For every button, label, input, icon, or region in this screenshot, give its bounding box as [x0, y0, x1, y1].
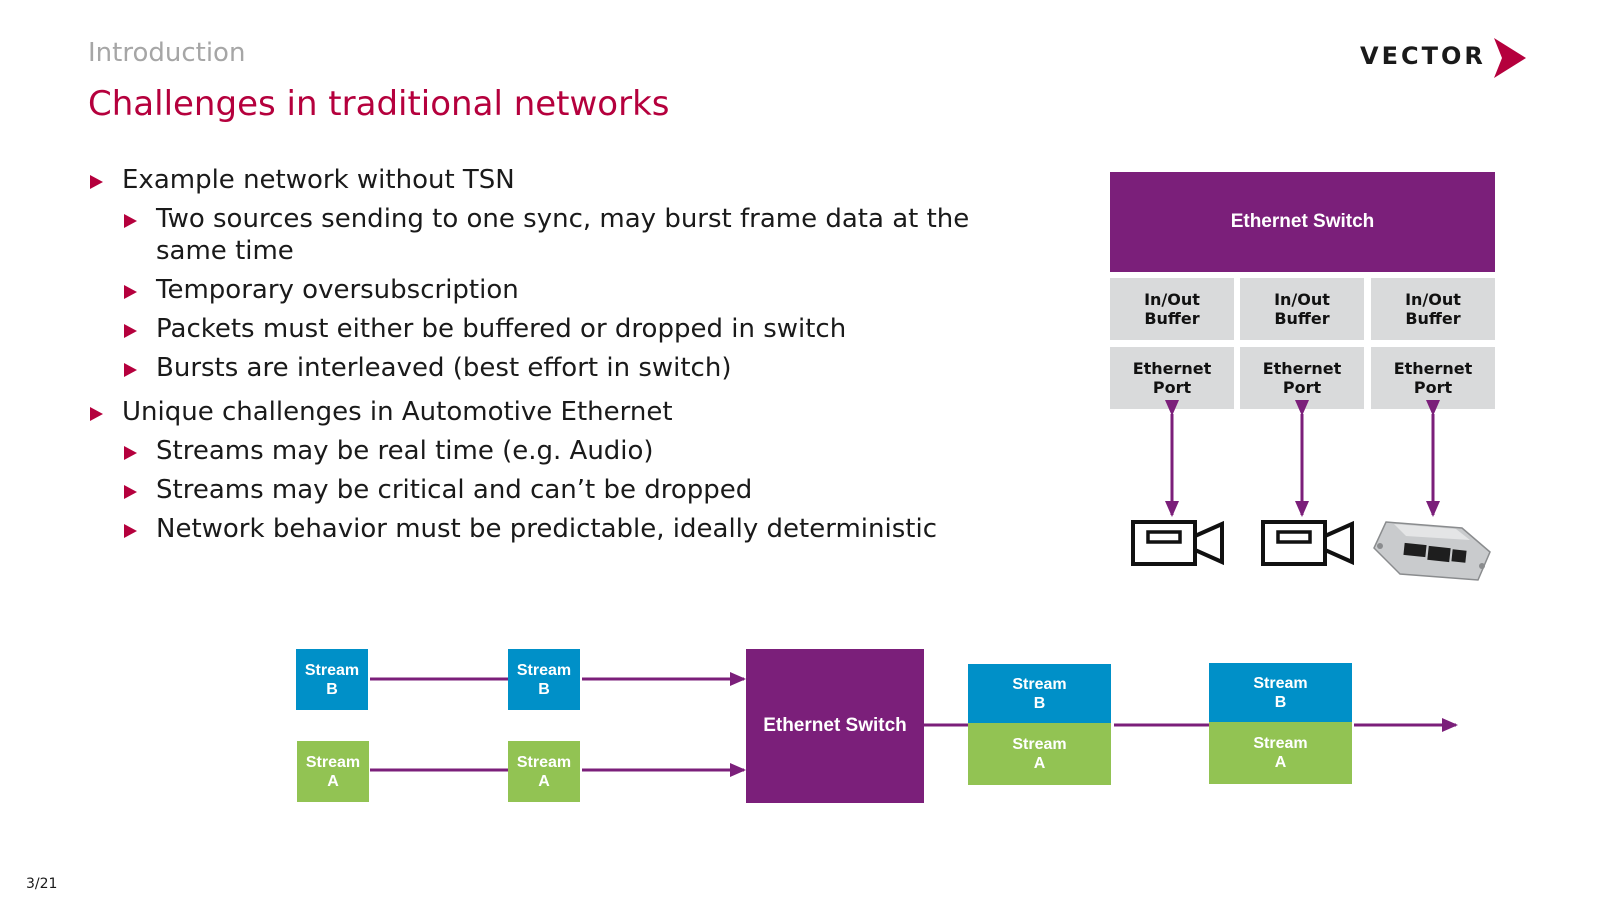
bullet-triangle-icon [90, 175, 103, 189]
buffer-cell: In/Out Buffer [1110, 278, 1234, 340]
bullet-item: Network behavior must be predictable, id… [88, 513, 1048, 545]
bullet-triangle-icon [124, 446, 137, 460]
stream-b-box: Stream B [968, 664, 1111, 723]
bullet-triangle-icon [124, 485, 137, 499]
port-cell: Ethernet Port [1371, 347, 1495, 409]
bullet-item: Streams may be real time (e.g. Audio) [88, 435, 1048, 467]
bullet-item: Bursts are interleaved (best effort in s… [88, 352, 1048, 384]
bullet-item: Two sources sending to one sync, may bur… [88, 203, 1048, 267]
section-label: Introduction [88, 38, 246, 68]
bullet-triangle-icon [124, 324, 137, 338]
ethernet-switch-box: Ethernet Switch [1110, 172, 1495, 272]
bullet-item: Packets must either be buffered or dropp… [88, 313, 1048, 345]
buffer-cell: In/Out Buffer [1371, 278, 1495, 340]
bullet-triangle-icon [124, 214, 137, 228]
port-cell: Ethernet Port [1110, 347, 1234, 409]
stream-a-box: Stream A [1209, 722, 1352, 784]
ethernet-switch-box: Ethernet Switch [746, 649, 924, 803]
slide-title: Challenges in traditional networks [88, 84, 670, 124]
stream-a-box: Stream A [508, 741, 580, 802]
vector-logo: VECTOR [1360, 36, 1530, 80]
bullet-item: Temporary oversubscription [88, 274, 1048, 306]
bullet-triangle-icon [124, 524, 137, 538]
bullet-triangle-icon [90, 407, 103, 421]
bullet-triangle-icon [124, 285, 137, 299]
bullet-item: Unique challenges in Automotive Ethernet [88, 396, 1048, 428]
bullet-list: Example network without TSN Two sources … [88, 164, 1048, 552]
stream-b-box: Stream B [1209, 663, 1352, 722]
bullet-item: Example network without TSN [88, 164, 1048, 196]
stream-b-box: Stream B [508, 649, 580, 710]
camera-icon [1261, 520, 1354, 566]
port-cell: Ethernet Port [1240, 347, 1364, 409]
stream-b-box: Stream B [296, 649, 368, 710]
logo-text: VECTOR [1360, 42, 1486, 70]
ecu-icon [1373, 521, 1491, 581]
page-number: 3/21 [26, 876, 58, 892]
stream-a-box: Stream A [968, 723, 1111, 785]
camera-icon [1131, 520, 1224, 566]
bullet-triangle-icon [124, 363, 137, 377]
bullet-item: Streams may be critical and can’t be dro… [88, 474, 1048, 506]
logo-chevron-icon [1494, 38, 1526, 78]
stream-a-box: Stream A [297, 741, 369, 802]
buffer-cell: In/Out Buffer [1240, 278, 1364, 340]
